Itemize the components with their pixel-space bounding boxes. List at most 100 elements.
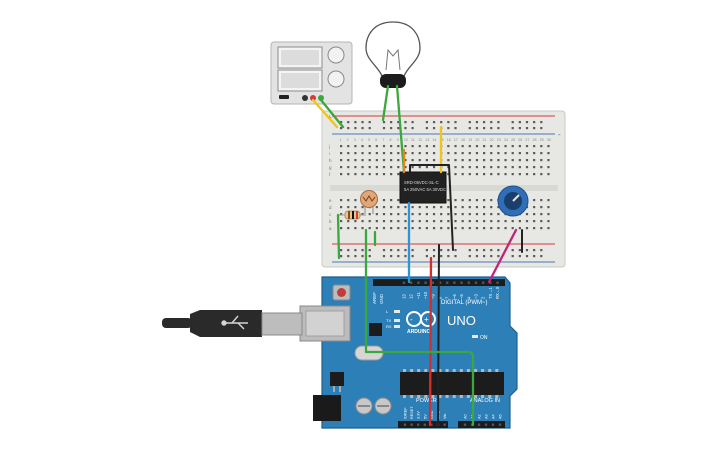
header-pin[interactable] <box>467 281 470 284</box>
header-pin[interactable] <box>477 423 481 426</box>
breadboard-hole <box>397 220 400 223</box>
breadboard-hole <box>347 145 350 148</box>
header-pin[interactable] <box>443 423 446 426</box>
dc-barrel-jack[interactable] <box>313 395 341 421</box>
digital-pin-label: RX←0 <box>495 286 500 299</box>
breadboard-hole <box>397 145 400 148</box>
breadboard-hole <box>547 166 550 169</box>
rail-hole <box>432 249 436 252</box>
chip-pin <box>438 395 442 398</box>
column-label: 21 <box>483 138 487 142</box>
breadboard-hole <box>490 145 493 148</box>
breadboard-hole <box>404 220 407 223</box>
relay-icon[interactable]: SRD-05VDC-SL-C 5A 250VAC 5A 30VDC <box>399 171 447 204</box>
potentiometer-icon[interactable] <box>497 185 529 217</box>
breadboard-hole <box>361 220 364 223</box>
rail-hole <box>361 255 364 258</box>
breadboard-hole <box>540 220 543 223</box>
header-pin[interactable] <box>484 423 488 426</box>
header-pin[interactable] <box>403 423 407 426</box>
rail-hole <box>425 255 428 258</box>
breadboard-hole <box>533 166 536 169</box>
breadboard-hole <box>504 152 507 155</box>
header-pin[interactable] <box>482 281 485 284</box>
digital-pin-label: 13 <box>402 294 407 299</box>
header-pin[interactable] <box>424 281 427 284</box>
light-bulb-icon[interactable] <box>365 21 421 88</box>
breadboard-hole <box>354 145 357 148</box>
breadboard-hole <box>511 220 514 223</box>
breadboard-hole <box>525 159 529 162</box>
breadboard-hole <box>540 145 543 148</box>
header-pin[interactable] <box>410 281 413 284</box>
breadboard-hole <box>483 227 486 230</box>
rail-hole <box>347 255 350 258</box>
breadboard-hole <box>490 199 493 202</box>
chip-pin <box>452 395 456 398</box>
atmega-chip <box>400 372 504 395</box>
usb-cable-icon[interactable] <box>162 310 303 337</box>
breadboard-hole <box>454 152 457 155</box>
breadboard-hole <box>340 159 343 162</box>
breadboard-hole <box>547 159 550 162</box>
breadboard-hole <box>483 213 486 216</box>
wire-black-gnd <box>437 244 440 426</box>
power-supply-icon[interactable] <box>270 41 353 105</box>
header-pin[interactable] <box>489 281 492 284</box>
resistor-icon[interactable] <box>338 210 366 220</box>
breadboard-hole <box>533 206 536 209</box>
breadboard-hole <box>361 227 364 230</box>
breadboard-hole <box>533 159 536 162</box>
breadboard-hole <box>340 213 343 216</box>
header-pin[interactable] <box>438 281 442 284</box>
row-label: f <box>329 172 331 177</box>
header-pin[interactable] <box>410 423 413 426</box>
power-pin-label: Vin <box>443 414 447 419</box>
header-pin[interactable] <box>423 423 426 426</box>
header-pin[interactable] <box>474 281 478 284</box>
breadboard-hole <box>454 173 457 176</box>
led-label: RX <box>386 324 392 329</box>
chip-pin <box>481 395 485 398</box>
header-pin[interactable] <box>463 423 467 426</box>
rail-hole <box>468 127 471 130</box>
column-label: 25 <box>511 138 515 142</box>
header-pin[interactable] <box>430 423 433 426</box>
breadboard-hole <box>390 199 393 202</box>
header-pin[interactable] <box>431 281 434 284</box>
photoresistor-icon[interactable] <box>360 190 378 215</box>
breadboard-hole <box>540 199 543 202</box>
rail-hole <box>397 249 400 252</box>
header-pin[interactable] <box>417 423 420 426</box>
header-pin[interactable] <box>417 281 420 284</box>
column-label: 28 <box>533 138 537 142</box>
header-pin[interactable] <box>460 281 463 284</box>
breadboard-hole <box>340 227 343 230</box>
header-pin[interactable] <box>498 423 502 426</box>
breadboard-hole <box>454 227 457 230</box>
rail-hole <box>540 255 543 258</box>
rail-hole <box>361 121 364 124</box>
breadboard-hole <box>425 166 428 169</box>
breadboard-hole <box>468 152 471 155</box>
breadboard-hole <box>411 220 414 223</box>
digital-pin-label: TX→1 <box>488 286 493 299</box>
digital-pin-label: 4 <box>466 296 471 299</box>
breadboard-hole <box>468 206 471 209</box>
rail-hole <box>475 255 479 258</box>
breadboard-hole <box>518 159 521 162</box>
rail-hole <box>340 127 343 130</box>
header-pin[interactable] <box>446 281 449 284</box>
rail-hole <box>497 249 500 252</box>
header-pin[interactable] <box>491 423 495 426</box>
rail-hole <box>518 255 521 258</box>
rail-hole <box>425 121 428 124</box>
header-pin[interactable] <box>453 281 456 284</box>
digital-pin-label: ~3 <box>474 294 479 299</box>
header-pin[interactable] <box>402 281 406 284</box>
breadboard-hole <box>483 159 486 162</box>
header-pin[interactable] <box>496 281 499 284</box>
rail-hole <box>518 249 521 252</box>
column-label: 13 <box>425 138 429 142</box>
chip-pin <box>474 395 477 398</box>
